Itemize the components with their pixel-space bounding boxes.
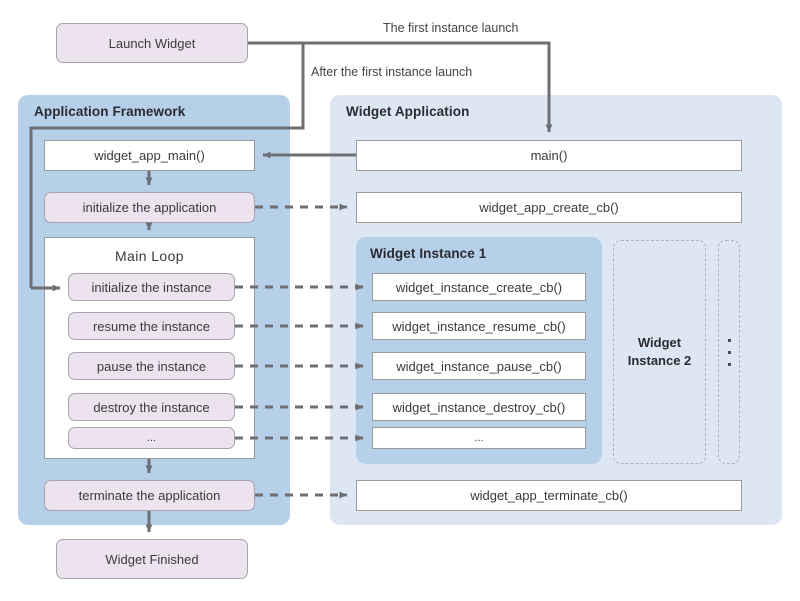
widget-app-terminate-cb-node[interactable]: widget_app_terminate_cb() [356, 480, 742, 511]
widget-app-terminate-cb-label: widget_app_terminate_cb() [470, 488, 628, 503]
initialize-the-application-label: initialize the application [82, 200, 217, 215]
main-label: main() [530, 148, 568, 163]
main-loop-step-label: resume the instance [92, 318, 211, 334]
main-loop-step-label: pause the instance [96, 358, 207, 374]
widget-instance-pause-cb-node[interactable]: widget_instance_pause_cb() [372, 352, 586, 380]
widget-instance-resume-cb-label: widget_instance_resume_cb() [392, 318, 566, 334]
widget-instance-more-node[interactable]: ... [372, 427, 586, 449]
main-node[interactable]: main() [356, 140, 742, 171]
edge-label-first-instance-launch: The first instance launch [383, 21, 519, 35]
widget-instance-create-cb-node[interactable]: widget_instance_create_cb() [372, 273, 586, 301]
initialize-the-application-node[interactable]: initialize the application [44, 192, 255, 223]
launch-widget-node[interactable]: Launch Widget [56, 23, 248, 63]
widget-finished-node[interactable]: Widget Finished [56, 539, 248, 579]
terminate-the-application-label: terminate the application [78, 488, 221, 503]
widget-instance-destroy-cb-node[interactable]: widget_instance_destroy_cb() [372, 393, 586, 421]
widget-app-create-cb-node[interactable]: widget_app_create_cb() [356, 192, 742, 223]
terminate-the-application-node[interactable]: terminate the application [44, 480, 255, 511]
widget-instance-pause-cb-label: widget_instance_pause_cb() [396, 358, 562, 374]
main-loop-step-label: destroy the instance [93, 399, 210, 415]
widget-app-main-node[interactable]: widget_app_main() [44, 140, 255, 171]
widget-app-create-cb-label: widget_app_create_cb() [479, 200, 619, 215]
main-loop-step-label: ... [146, 432, 157, 444]
widget-instance-destroy-cb-label: widget_instance_destroy_cb() [392, 399, 566, 415]
main-loop-step-resume-instance[interactable]: resume the instance [68, 312, 235, 340]
main-loop-step-pause-instance[interactable]: pause the instance [68, 352, 235, 380]
main-loop-step-destroy-instance[interactable]: destroy the instance [68, 393, 235, 421]
main-loop-container: Main Loop [44, 237, 255, 459]
widget-instance-more-label: ... [474, 432, 484, 444]
widget-app-main-label: widget_app_main() [94, 148, 205, 163]
launch-widget-label: Launch Widget [108, 35, 196, 51]
widget-instance-resume-cb-node[interactable]: widget_instance_resume_cb() [372, 312, 586, 340]
main-loop-step-more[interactable]: ... [68, 427, 235, 449]
main-loop-step-initialize-instance[interactable]: initialize the instance [68, 273, 235, 301]
widget-finished-label: Widget Finished [105, 551, 199, 567]
panel-more-instances[interactable] [718, 240, 740, 464]
panel-widget-application-title: Widget Application [346, 104, 470, 119]
main-loop-title: Main Loop [115, 248, 184, 264]
panel-widget-instance-1-title: Widget Instance 1 [370, 246, 487, 261]
main-loop-step-label: initialize the instance [91, 279, 212, 295]
widget-instance-create-cb-label: widget_instance_create_cb() [395, 279, 563, 295]
more-instances-vertical-dots-icon [718, 240, 740, 464]
edge-label-after-first-instance-launch: After the first instance launch [311, 65, 473, 79]
panel-application-framework-title: Application Framework [34, 104, 186, 119]
